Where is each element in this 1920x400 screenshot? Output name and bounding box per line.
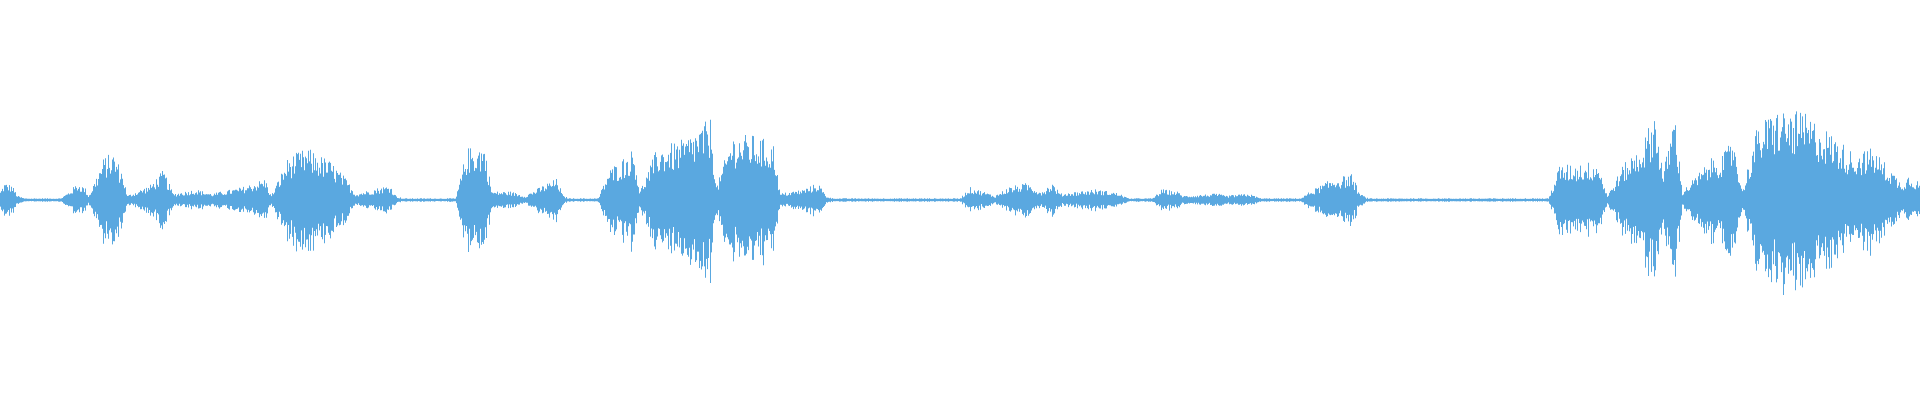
waveform-samples xyxy=(0,111,1920,295)
